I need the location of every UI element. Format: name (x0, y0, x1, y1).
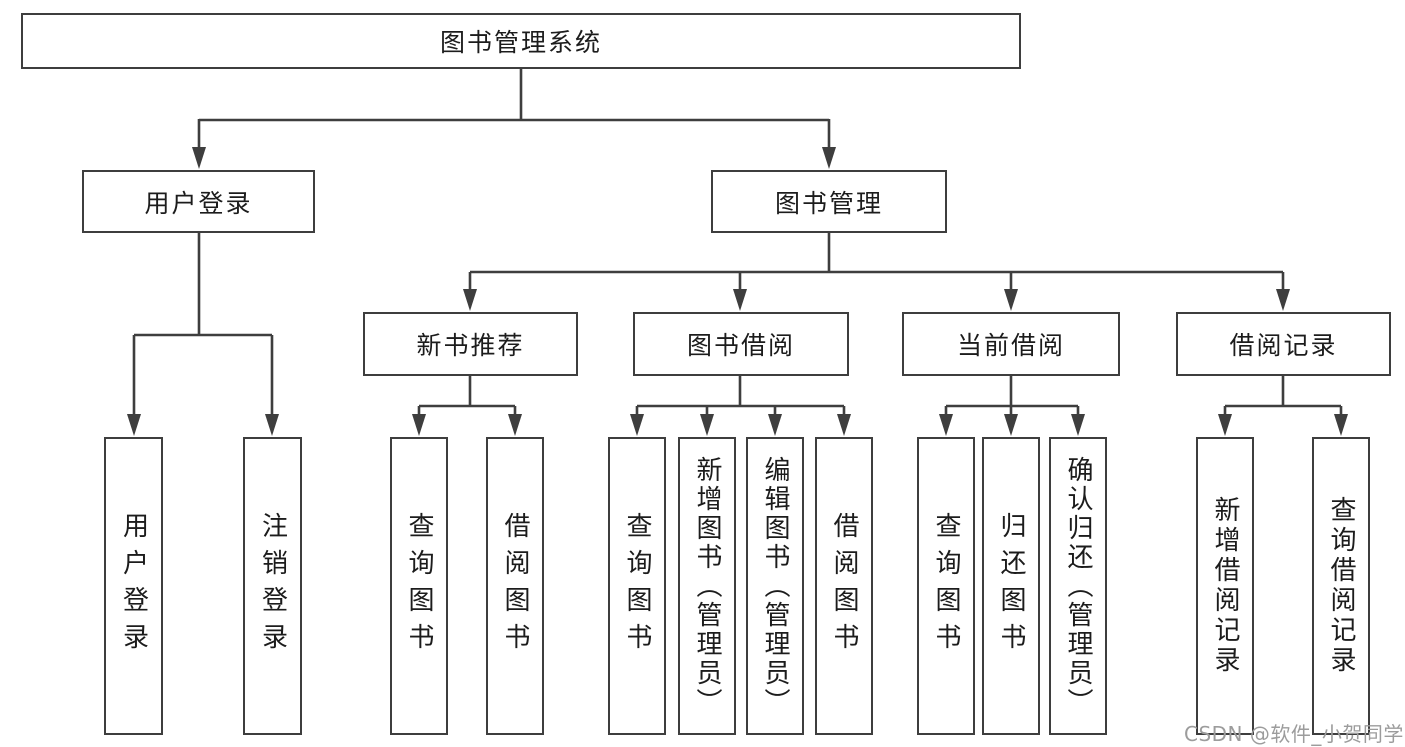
leaf-box-query-borrow-record: 查询借阅记录 (1312, 437, 1370, 735)
node-label-borrow-record: 借阅记录 (1229, 331, 1338, 360)
leaf-box-borrow-book-newbook: 借阅图书 (486, 437, 544, 735)
node-box-user-login: 用户登录 (82, 170, 315, 233)
node-box-book-management: 图书管理 (711, 170, 947, 233)
node-box-book-borrow: 图书借阅 (633, 312, 849, 376)
leaf-label-confirm-return-admin: 确认归还（管理员） (1063, 455, 1093, 717)
leaf-box-query-book-newbook: 查询图书 (390, 437, 448, 735)
node-label-user-login: 用户登录 (144, 188, 253, 218)
node-box-current-borrow: 当前借阅 (902, 312, 1120, 376)
leaf-label-query-book-current: 查询图书 (931, 512, 961, 660)
node-label-new-book-recommend: 新书推荐 (416, 331, 525, 360)
node-label-book-borrow: 图书借阅 (686, 331, 795, 360)
node-label-book-management: 图书管理 (774, 188, 883, 218)
leaf-box-user-login: 用户登录 (104, 437, 163, 735)
leaf-label-user-login: 用户登录 (118, 512, 149, 660)
node-box-new-book-recommend: 新书推荐 (363, 312, 578, 376)
watermark: CSDN @软件_小贺同学 (1184, 722, 1404, 746)
leaf-label-edit-book-admin: 编辑图书（管理员） (760, 455, 790, 717)
leaf-box-confirm-return-admin: 确认归还（管理员） (1049, 437, 1107, 735)
leaf-box-return-book: 归还图书 (982, 437, 1040, 735)
leaf-label-return-book: 归还图书 (996, 512, 1026, 660)
leaf-box-query-book-borrow: 查询图书 (608, 437, 666, 735)
leaf-box-edit-book-admin: 编辑图书（管理员） (746, 437, 804, 735)
node-label-current-borrow: 当前借阅 (956, 331, 1065, 360)
leaf-label-query-book-newbook: 查询图书 (404, 512, 434, 660)
leaf-label-add-borrow-record: 新增借阅记录 (1210, 496, 1240, 676)
leaf-box-logout: 注销登录 (243, 437, 302, 735)
leaf-box-borrow-book-borrow: 借阅图书 (815, 437, 873, 735)
leaf-label-add-book-admin: 新增图书（管理员） (692, 455, 722, 717)
leaf-label-borrow-book-borrow: 借阅图书 (829, 512, 859, 660)
leaf-label-query-borrow-record: 查询借阅记录 (1326, 496, 1356, 676)
node-box-borrow-record: 借阅记录 (1176, 312, 1391, 376)
leaf-box-query-book-current: 查询图书 (917, 437, 975, 735)
leaf-box-add-borrow-record: 新增借阅记录 (1196, 437, 1254, 735)
leaf-box-add-book-admin: 新增图书（管理员） (678, 437, 736, 735)
node-box-root: 图书管理系统 (21, 13, 1021, 69)
leaf-label-logout: 注销登录 (257, 512, 288, 660)
leaf-label-query-book-borrow: 查询图书 (622, 512, 652, 660)
node-label-root: 图书管理系统 (439, 28, 602, 57)
leaf-label-borrow-book-newbook: 借阅图书 (500, 512, 530, 660)
